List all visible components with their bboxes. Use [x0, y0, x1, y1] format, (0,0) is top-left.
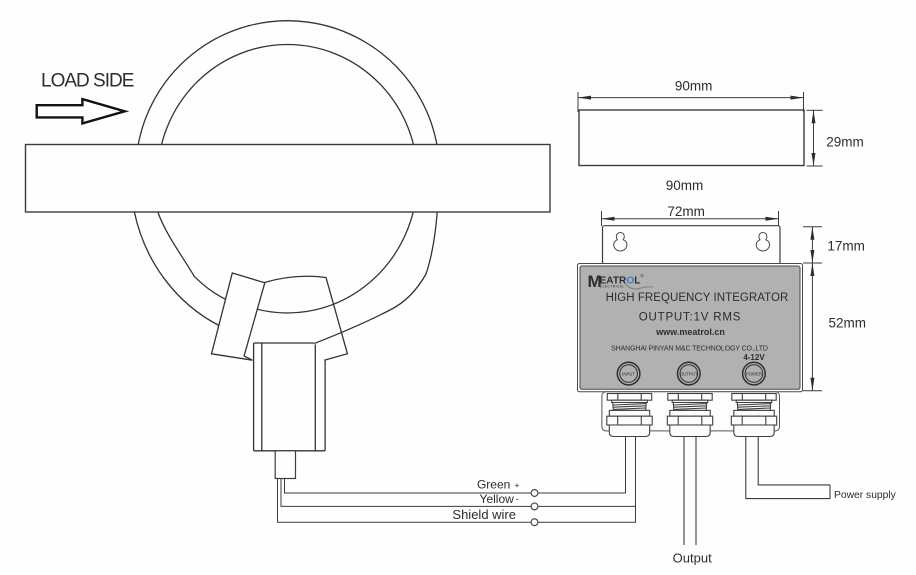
svg-text:SHANGHAI PINYAN M&C TECHNOLOGY: SHANGHAI PINYAN M&C TECHNOLOGY CO.,LTD [611, 345, 768, 352]
svg-text:17mm: 17mm [827, 239, 865, 254]
svg-text:29mm: 29mm [826, 134, 864, 149]
svg-text:Yellow: Yellow [480, 492, 515, 506]
svg-text:72mm: 72mm [667, 204, 705, 219]
svg-text:INPUT: INPUT [622, 372, 635, 377]
svg-text:LOAD SIDE: LOAD SIDE [41, 70, 134, 91]
svg-text:www.meatrol.cn: www.meatrol.cn [655, 327, 725, 337]
svg-text:Green: Green [477, 478, 510, 492]
svg-text:M: M [588, 272, 602, 291]
svg-text:OUTPUT:1V RMS: OUTPUT:1V RMS [639, 312, 741, 324]
svg-text:90mm: 90mm [675, 79, 713, 94]
svg-text:EATROL: EATROL [600, 276, 641, 287]
svg-text:Power supply: Power supply [834, 490, 897, 501]
svg-text:Shield wire: Shield wire [452, 507, 516, 522]
svg-text:ELECTRICAL: ELECTRICAL [600, 285, 625, 289]
svg-text:90mm: 90mm [666, 178, 704, 193]
svg-text:®: ® [641, 273, 645, 279]
svg-text:52mm: 52mm [829, 316, 867, 331]
svg-text:-: - [516, 494, 519, 504]
svg-text:OUTPUT: OUTPUT [680, 372, 698, 377]
svg-text:4-12V: 4-12V [743, 353, 765, 362]
svg-text:Output: Output [673, 550, 712, 565]
svg-text:HIGH FREQUENCY INTEGRATOR: HIGH FREQUENCY INTEGRATOR [606, 292, 789, 304]
svg-text:POWER: POWER [746, 372, 762, 377]
svg-text:+: + [515, 480, 520, 490]
